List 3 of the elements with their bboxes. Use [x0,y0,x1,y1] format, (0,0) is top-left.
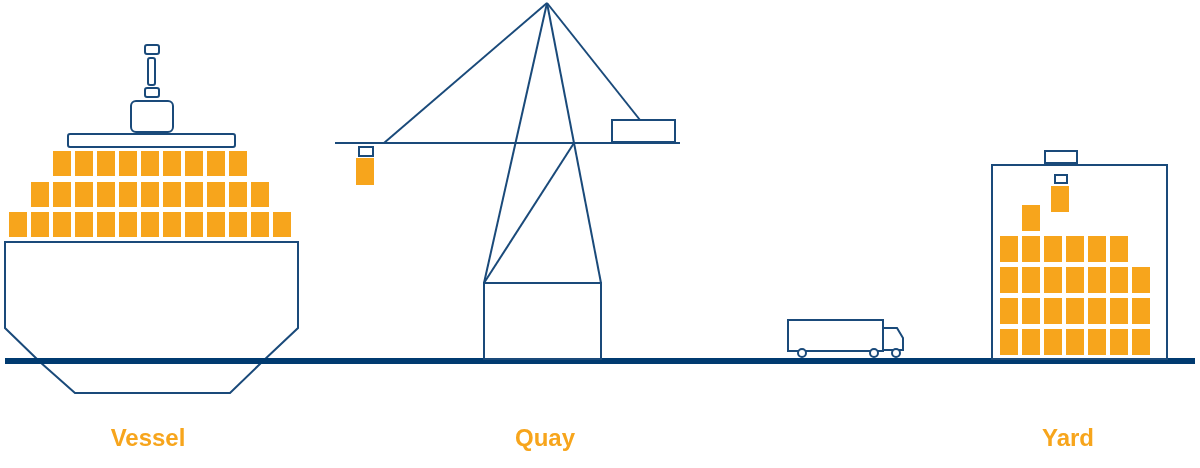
place-label: Vessel [110,423,186,453]
place-label: Quay [515,423,575,453]
place-label: Yard [1042,423,1094,453]
